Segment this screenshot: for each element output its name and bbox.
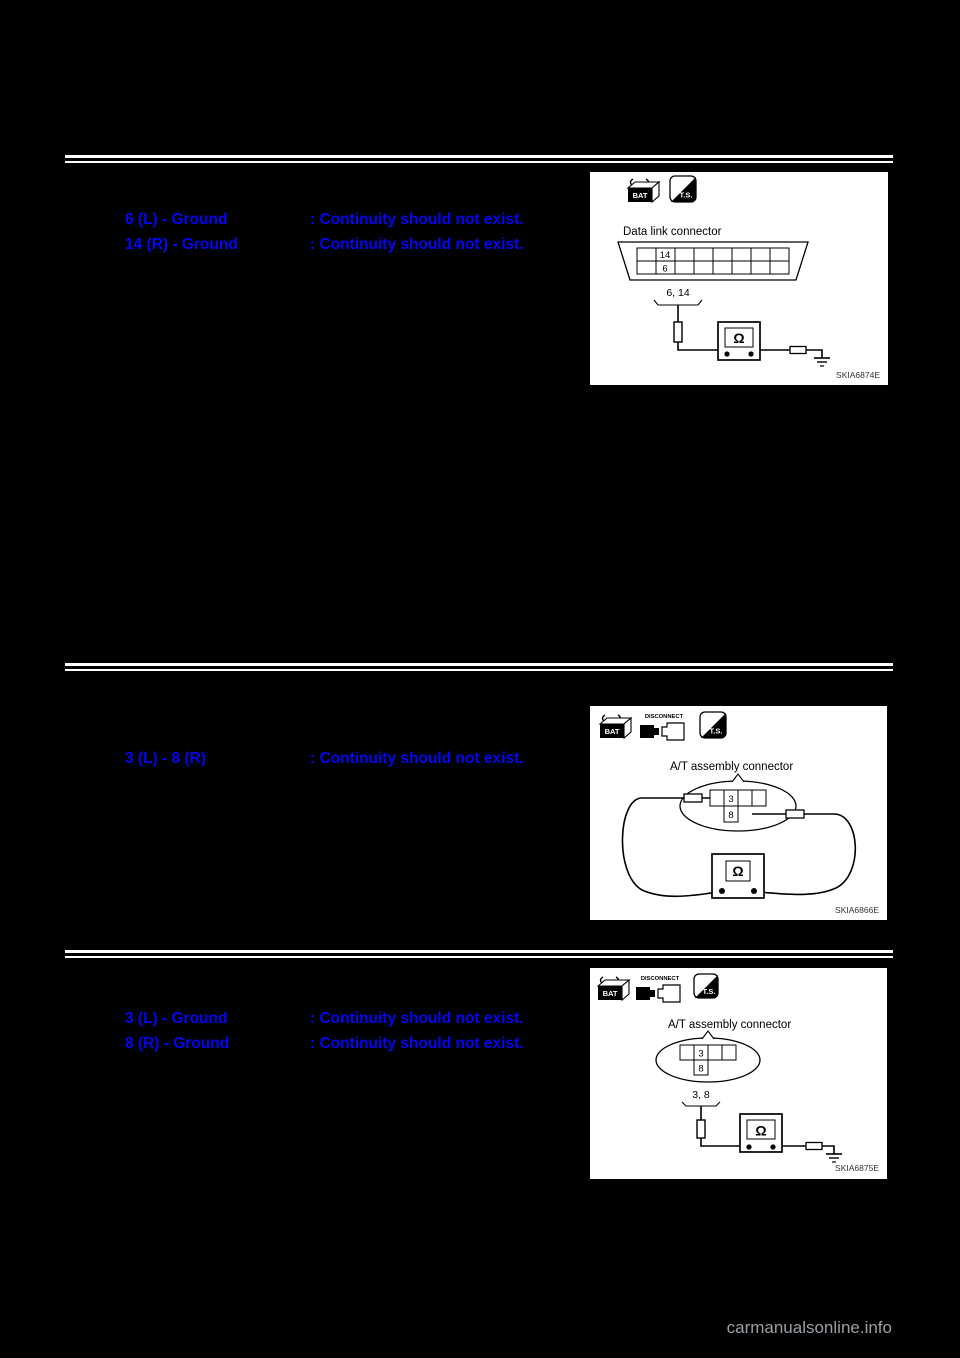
- figure-data-link-connector: BAT T.S. Data link connector 14: [590, 172, 888, 385]
- battery-icon-label: BAT: [603, 989, 618, 998]
- check-result: : Continuity should not exist.: [310, 211, 524, 228]
- test-lead-left: [673, 305, 718, 351]
- battery-icon: BAT: [598, 714, 633, 740]
- test-lead-left: [621, 793, 719, 898]
- at-assembly-connector-drawing: [679, 773, 797, 832]
- data-link-connector-drawing: [617, 241, 809, 281]
- check-terminals: 3 (L) - 8 (R): [125, 750, 206, 767]
- check-result: : Continuity should not exist.: [310, 750, 524, 767]
- battery-icon: BAT: [596, 976, 631, 1002]
- pins-brace: [681, 1101, 721, 1107]
- section-divider-3: [65, 950, 893, 958]
- figure-code: SKIA6875E: [835, 1163, 879, 1173]
- ts-icon-label: T.S.: [703, 987, 716, 996]
- pin-number-bottom: 8: [728, 810, 733, 821]
- continuity-check-row: 14 (R) - Ground : Continuity should not …: [0, 236, 590, 257]
- check-result: : Continuity should not exist.: [310, 236, 524, 253]
- test-lead-ground: [782, 1141, 835, 1154]
- check-terminals: 3 (L) - Ground: [125, 1010, 228, 1027]
- battery-icon-label: BAT: [605, 727, 620, 736]
- disconnect-icon-label: DISCONNECT: [645, 714, 684, 720]
- section-divider-2: [65, 663, 893, 671]
- ohm-symbol: Ω: [755, 1123, 766, 1139]
- pin-number-bottom: 8: [698, 1064, 703, 1075]
- figure-3-drawing: BAT DISCONNECT T.S. A/T assembly connect…: [596, 973, 879, 1173]
- pin-number-top: 3: [698, 1049, 703, 1060]
- section-divider-1: [65, 155, 893, 163]
- ohmmeter: Ω: [717, 321, 761, 361]
- ohmmeter: Ω: [739, 1113, 783, 1153]
- check-result: : Continuity should not exist.: [310, 1035, 524, 1052]
- pin-number-bottom: 6: [662, 264, 667, 275]
- continuity-check-row: 8 (R) - Ground : Continuity should not e…: [0, 1035, 590, 1056]
- ts-icon-label: T.S.: [680, 191, 693, 200]
- ts-icon-label: T.S.: [710, 727, 723, 736]
- test-lead-ground: [760, 345, 823, 358]
- figure-at-assembly-connector-1: BAT DISCONNECT T.S. A/T assembly connect…: [590, 706, 887, 920]
- continuity-check-row: 3 (L) - 8 (R) : Continuity should not ex…: [0, 750, 590, 771]
- ts-icon: T.S.: [699, 711, 727, 739]
- pin-number-top: 3: [728, 794, 733, 805]
- figure-2-drawing: BAT DISCONNECT T.S. A/T assembly connect…: [598, 711, 879, 915]
- continuity-check-row: 3 (L) - Ground : Continuity should not e…: [0, 1010, 590, 1031]
- figure-code: SKIA6866E: [835, 905, 879, 915]
- pins-brace: [653, 299, 703, 306]
- figure-at-assembly-connector-2: BAT DISCONNECT T.S. A/T assembly connect…: [590, 968, 887, 1179]
- ground-icon: [826, 1153, 842, 1163]
- at-assembly-connector-drawing: [655, 1030, 761, 1083]
- watermark-link[interactable]: carmanualsonline.info: [726, 1318, 892, 1337]
- pins-callout: 6, 14: [666, 287, 690, 299]
- ohm-symbol: Ω: [733, 330, 744, 346]
- ground-icon: [814, 357, 830, 367]
- battery-icon-label: BAT: [633, 191, 648, 200]
- check-result: : Continuity should not exist.: [310, 1010, 524, 1027]
- figure-caption: A/T assembly connector: [670, 761, 793, 773]
- disconnect-icon-label: DISCONNECT: [641, 976, 680, 982]
- pins-callout: 3, 8: [692, 1089, 710, 1101]
- disconnect-icon: DISCONNECT: [640, 714, 685, 741]
- check-terminals: 8 (R) - Ground: [125, 1035, 230, 1052]
- check-terminals: 6 (L) - Ground: [125, 211, 228, 228]
- ohmmeter: Ω: [711, 853, 765, 899]
- figure-1-drawing: BAT T.S. Data link connector 14: [617, 175, 880, 380]
- figure-code: SKIA6874E: [836, 370, 880, 380]
- figure-caption: A/T assembly connector: [668, 1019, 791, 1031]
- test-lead-left: [696, 1106, 740, 1147]
- ts-icon: T.S.: [693, 973, 719, 999]
- ohm-symbol: Ω: [732, 863, 743, 879]
- disconnect-icon: DISCONNECT: [636, 976, 681, 1003]
- continuity-check-row: 6 (L) - Ground : Continuity should not e…: [0, 211, 590, 232]
- ts-icon: T.S.: [669, 175, 697, 203]
- test-lead-right: [752, 809, 857, 896]
- check-terminals: 14 (R) - Ground: [125, 236, 238, 253]
- figure-caption: Data link connector: [623, 226, 722, 238]
- battery-icon: BAT: [626, 178, 661, 204]
- pin-number-top: 14: [660, 250, 671, 261]
